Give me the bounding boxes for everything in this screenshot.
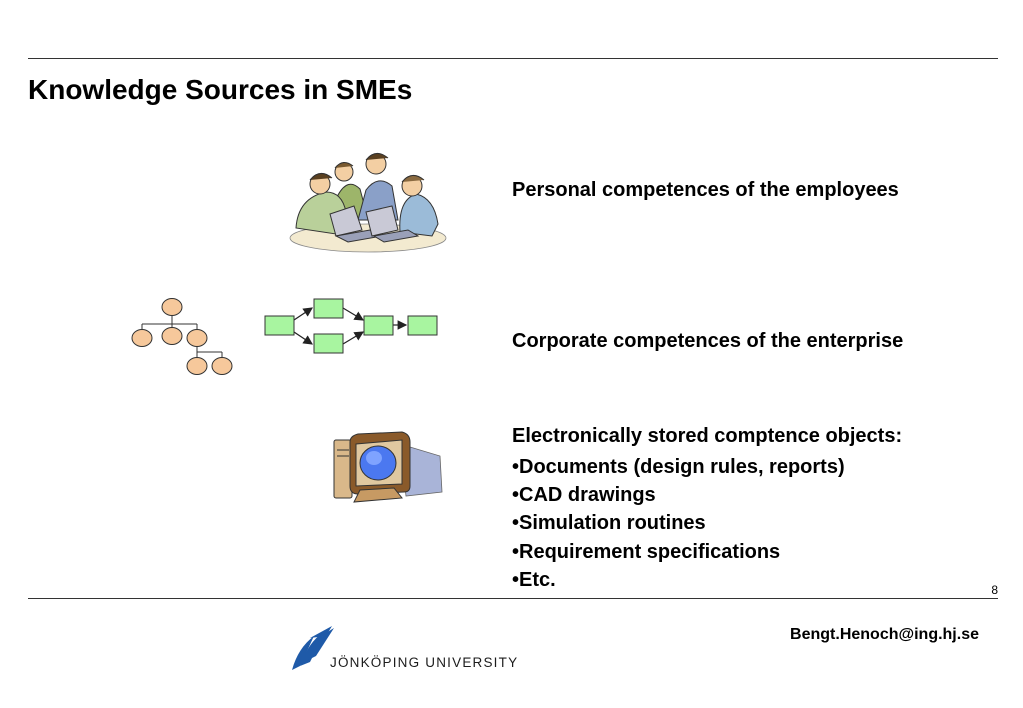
university-logo-icon bbox=[292, 626, 334, 670]
list-item: •Simulation routines bbox=[512, 512, 706, 535]
university-name: JÖNKÖPING UNIVERSITY bbox=[330, 655, 519, 670]
electronic-list: •Documents (design rules, reports) •CAD … bbox=[512, 453, 845, 594]
electronic-heading: Electronically stored comptence objects: bbox=[512, 425, 903, 447]
bottom-rule bbox=[28, 598, 998, 599]
list-item: •CAD drawings bbox=[512, 484, 656, 507]
list-item: •Documents (design rules, reports) bbox=[512, 456, 845, 478]
computer-icon bbox=[333, 431, 443, 503]
personal-competences-text: Personal competences of the employees bbox=[512, 179, 899, 201]
corporate-competences-text: Corporate competences of the enterprise bbox=[512, 330, 904, 352]
author-email[interactable]: Bengt.Henoch@ing.hj.se bbox=[790, 626, 979, 643]
people-at-laptops-icon bbox=[289, 153, 447, 253]
list-item: •Etc. bbox=[512, 568, 556, 591]
page-number: 8 bbox=[991, 583, 998, 597]
list-item: •Requirement specifications bbox=[512, 540, 781, 563]
org-chart-icon bbox=[131, 298, 233, 375]
process-flow-icon bbox=[264, 298, 438, 354]
top-rule bbox=[28, 58, 998, 59]
page-title: Knowledge Sources in SMEs bbox=[28, 74, 413, 105]
